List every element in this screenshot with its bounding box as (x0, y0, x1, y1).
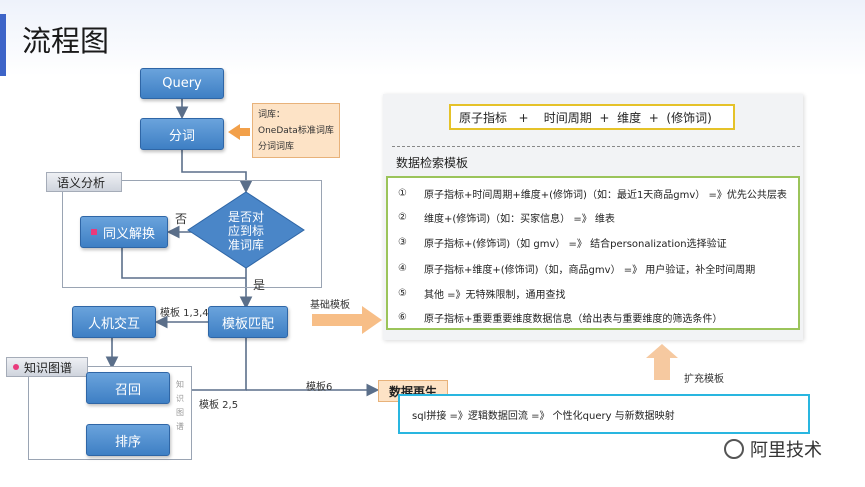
row-text: 原子指标+时间周期+维度+(修饰词)（如：最近1天商品gmv） =》优先公共层表 (424, 190, 787, 201)
template-row: ① 原子指标+时间周期+维度+(修饰词)（如：最近1天商品gmv） =》优先公共层… (398, 186, 787, 201)
row-number: ② (398, 212, 407, 223)
row-text: 原子指标+重要重要维度数据信息（给出表与重要维度的筛选条件） (424, 314, 723, 325)
synonym-label: 同义解换 (103, 226, 156, 242)
row-text: 维度+(修饰词)（如：买家信息） =》 维表 (424, 214, 615, 225)
row-text: 其他 =》无特殊限制，通用查找 (424, 290, 566, 301)
rank-node[interactable]: 排序 (86, 424, 170, 456)
bullet-icon (91, 229, 97, 235)
synonym-node[interactable]: 同义解换 (80, 216, 168, 248)
panel-header: 数据检索模板 (396, 156, 469, 170)
title-accent (0, 14, 6, 76)
wechat-icon (724, 439, 744, 459)
data-regen-text: sql拼接 =》逻辑数据回流 =》 个性化query 与新数据映射 (412, 410, 675, 422)
dict-line: OneData标准词库 (258, 126, 334, 136)
template-match-node[interactable]: 模板匹配 (208, 306, 288, 338)
template-row: ④ 原子指标+维度+(修饰词)（如，商品gmv） =》 用户验证，补全时间周期 (398, 261, 755, 276)
diamond-text: 是否对 应到标 准词库 (216, 210, 276, 252)
edge-label-extend: 扩充模板 (684, 374, 724, 385)
recall-node[interactable]: 召回 (86, 372, 170, 404)
template-row: ⑥ 原子指标+重要重要维度数据信息（给出表与重要维度的筛选条件） (398, 310, 722, 325)
row-number: ① (398, 188, 407, 199)
template-row: ③ 原子指标+(修饰词)（如 gmv） =》 结合personalization选… (398, 235, 727, 250)
page-title: 流程图 (22, 24, 110, 58)
basic-template-arrow (312, 306, 382, 334)
row-number: ⑥ (398, 312, 407, 323)
template-row: ⑤ 其他 =》无特殊限制，通用查找 (398, 286, 566, 301)
decision-diamond (187, 191, 305, 269)
bullet-icon (13, 364, 19, 370)
extend-template-arrow (646, 344, 678, 380)
template-list: ① 原子指标+时间周期+维度+(修饰词)（如：最近1天商品gmv） =》优先公共层… (386, 176, 800, 330)
formula-box: 原子指标 + 时间周期 + 维度 + (修饰词) (449, 104, 735, 130)
title-bar (0, 0, 865, 76)
template-row: ② 维度+(修饰词)（如：买家信息） =》 维表 (398, 210, 615, 225)
semantic-group (62, 180, 322, 288)
semantic-tag: 语义分析 (46, 172, 122, 192)
edge-synonym-back (121, 248, 246, 279)
human-node[interactable]: 人机交互 (72, 306, 156, 338)
edge-label-basic: 基础模板 (310, 300, 350, 311)
diamond-line: 应到标 (227, 224, 264, 238)
dict-line: 分词词库 (258, 142, 295, 152)
query-node[interactable]: Query (140, 68, 224, 99)
row-number: ⑤ (398, 288, 407, 299)
edge-label-t6: 模板6 (306, 382, 333, 393)
edge-label-t134: 模板 1,3,4 (160, 308, 209, 319)
watermark-text: 阿里技术 (750, 440, 822, 461)
row-number: ④ (398, 263, 407, 274)
data-regen-box: sql拼接 =》逻辑数据回流 =》 个性化query 与新数据映射 (398, 394, 810, 434)
row-number: ③ (398, 237, 407, 248)
knowledge-tag: 知识图谱 (6, 357, 88, 377)
panel-divider (392, 146, 800, 147)
knowledge-tag-label: 知识图谱 (24, 360, 73, 375)
dict-arrow (228, 124, 250, 140)
watermark: 阿里技术 (724, 436, 822, 462)
dict-note: 词库： OneData标准词库 分词词库 (252, 103, 340, 158)
yes-label: 是 (253, 278, 266, 292)
edge-fenci-diamond (181, 150, 253, 194)
diamond-line: 准词库 (227, 238, 264, 252)
dict-line: 词库： (258, 110, 286, 120)
edge-label-t25: 模板 2,5 (199, 400, 239, 411)
row-text: 原子指标+维度+(修饰词)（如，商品gmv） =》 用户验证，补全时间周期 (424, 265, 756, 276)
no-label: 否 (175, 212, 188, 226)
fenci-node[interactable]: 分词 (140, 118, 224, 150)
diamond-line: 是否对 (227, 210, 264, 224)
row-text: 原子指标+(修饰词)（如 gmv） =》 结合personalization选择… (424, 239, 727, 250)
side-vertical-text: 知识图谱 (176, 380, 184, 431)
